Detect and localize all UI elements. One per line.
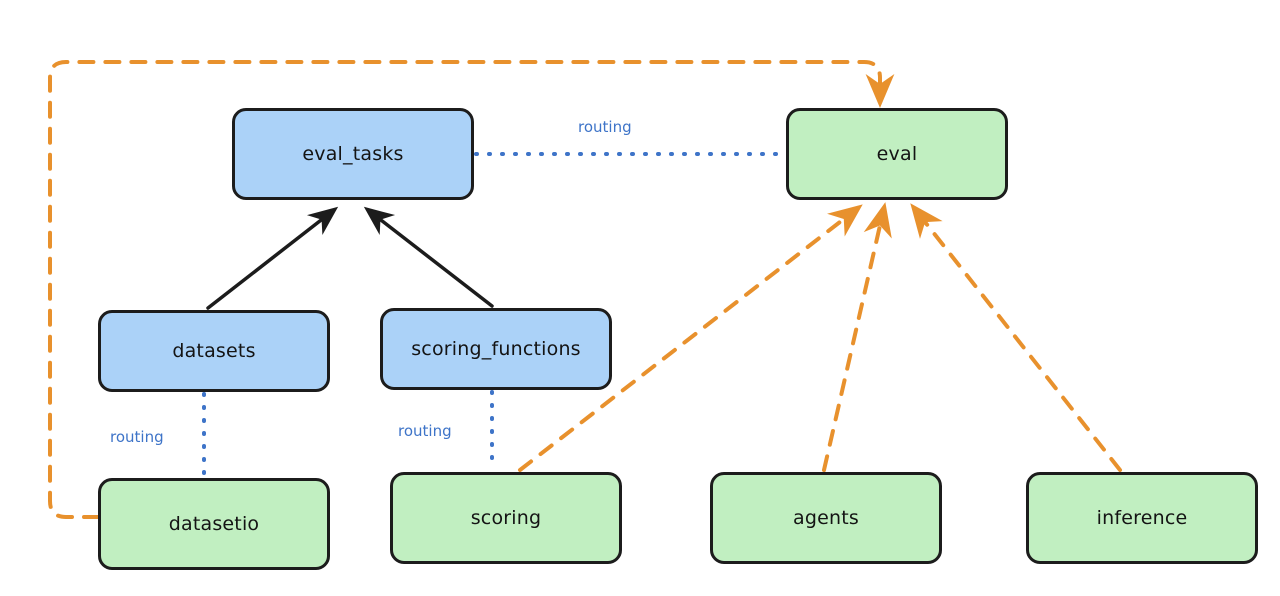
edge-label-routing-eval: routing	[578, 118, 632, 136]
edge-agents-eval	[822, 202, 892, 472]
edge-label-routing-scoring: routing	[398, 422, 452, 440]
edge-inference-eval	[910, 203, 1122, 472]
node-datasets[interactable]: datasets	[98, 310, 330, 392]
edge-datasets-eval_tasks	[206, 206, 339, 310]
node-label: eval_tasks	[302, 143, 404, 165]
node-label: eval	[876, 143, 918, 165]
node-eval-tasks[interactable]: eval_tasks	[232, 108, 474, 200]
node-label: datasets	[172, 340, 256, 362]
node-datasetio[interactable]: datasetio	[98, 478, 330, 570]
node-agents[interactable]: agents	[710, 472, 942, 564]
node-label: inference	[1096, 507, 1188, 529]
node-scoring[interactable]: scoring	[390, 472, 622, 564]
node-label: scoring_functions	[411, 338, 581, 360]
node-inference[interactable]: inference	[1026, 472, 1258, 564]
node-label: datasetio	[168, 513, 260, 535]
node-scoring-functions[interactable]: scoring_functions	[380, 308, 612, 390]
node-eval[interactable]: eval	[786, 108, 1008, 200]
edge-scoring_functions-eval_tasks	[363, 206, 494, 308]
node-label: scoring	[470, 507, 542, 529]
edge-label-routing-datasetio: routing	[110, 428, 164, 446]
node-label: agents	[793, 507, 859, 529]
